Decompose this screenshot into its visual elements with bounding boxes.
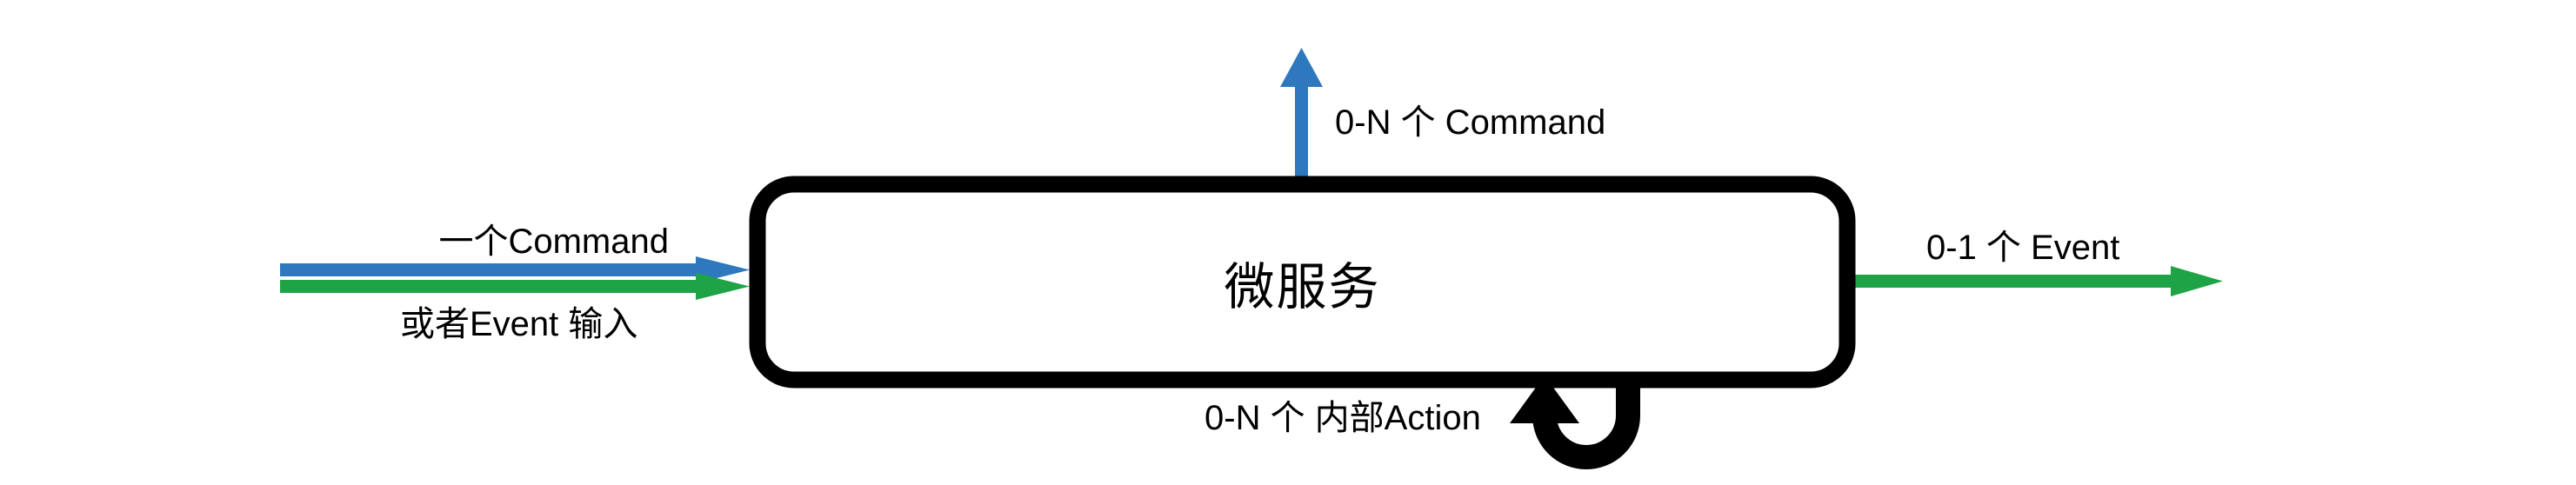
microservice-node-label: 微服务 bbox=[1224, 258, 1381, 316]
input-edge-label-line1: 一个Command bbox=[438, 223, 669, 262]
output-command-edge-label: 0-N 个 Command bbox=[1335, 103, 1606, 142]
output-command-arrow bbox=[1280, 48, 1323, 183]
output-event-arrow bbox=[1855, 266, 2223, 296]
input-edge-label: 一个Command 或者Event 输入 bbox=[400, 181, 669, 427]
output-event-edge-label: 0-1 个 Event bbox=[1926, 229, 2120, 267]
internal-action-loop bbox=[1510, 374, 1640, 470]
input-edge-label-line2: 或者Event 输入 bbox=[400, 304, 638, 343]
input-event-arrow bbox=[280, 273, 750, 300]
microservice-box bbox=[749, 176, 1856, 389]
internal-action-edge-label: 0-N 个 内部Action bbox=[1205, 399, 1481, 437]
